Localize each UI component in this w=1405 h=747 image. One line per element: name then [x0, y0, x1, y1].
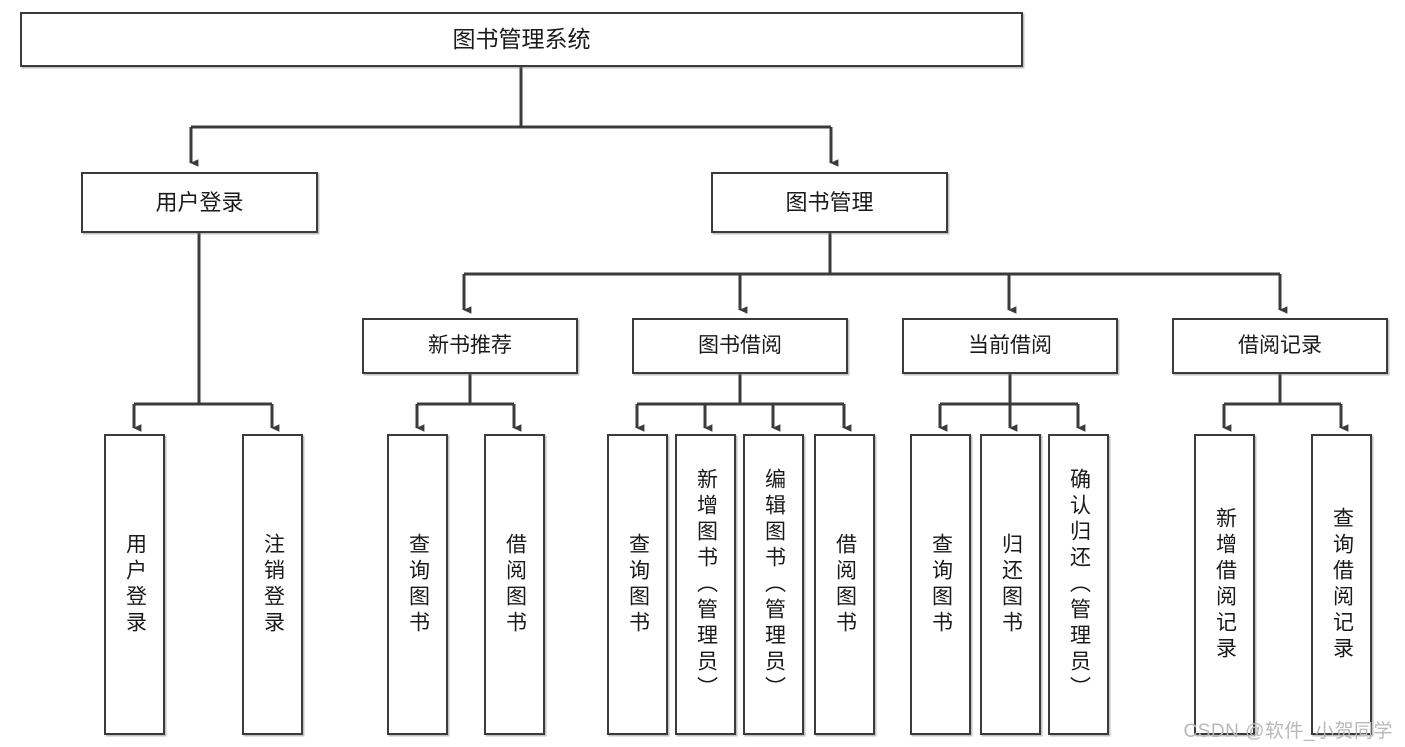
node-label: 注销登录 [261, 532, 285, 637]
leaf-current-borrow-confirm-return[interactable]: 确认归还（管理员） [1048, 434, 1109, 735]
node-borrow-record[interactable]: 借阅记录 [1172, 318, 1388, 374]
node-label: 借阅记录 [1238, 333, 1322, 357]
node-book-management[interactable]: 图书管理 [711, 172, 948, 233]
node-label: 用户登录 [123, 532, 147, 637]
leaf-borrow-record-query-record[interactable]: 查询借阅记录 [1311, 434, 1372, 735]
node-book-borrow[interactable]: 图书借阅 [632, 318, 848, 374]
node-label: 新增图书（管理员） [694, 467, 718, 702]
watermark-text: CSDN @软件_小贺同学 [1183, 721, 1393, 742]
node-label: 借阅图书 [503, 532, 527, 637]
leaf-new-book-borrow-book[interactable]: 借阅图书 [484, 434, 545, 735]
node-label: 图书借阅 [698, 333, 782, 357]
node-label: 查询图书 [929, 532, 953, 637]
node-label: 查询借阅记录 [1330, 506, 1354, 663]
leaf-user-login-logout[interactable]: 注销登录 [242, 434, 303, 735]
node-user-login[interactable]: 用户登录 [81, 172, 318, 233]
node-label: 新增借阅记录 [1213, 506, 1237, 663]
leaf-current-borrow-return-book[interactable]: 归还图书 [980, 434, 1041, 735]
node-label: 编辑图书（管理员） [762, 467, 786, 702]
node-label: 确认归还（管理员） [1067, 467, 1091, 702]
leaf-book-borrow-borrow-book[interactable]: 借阅图书 [814, 434, 875, 735]
node-label: 查询图书 [626, 532, 650, 637]
node-label: 用户登录 [155, 189, 244, 215]
leaf-book-borrow-add-book[interactable]: 新增图书（管理员） [675, 434, 736, 735]
node-label: 新书推荐 [428, 333, 512, 357]
leaf-user-login-login[interactable]: 用户登录 [104, 434, 165, 735]
leaf-borrow-record-add-record[interactable]: 新增借阅记录 [1194, 434, 1255, 735]
node-new-book-recommend[interactable]: 新书推荐 [362, 318, 578, 374]
node-label: 图书管理系统 [452, 26, 591, 53]
leaf-current-borrow-query-book[interactable]: 查询图书 [910, 434, 971, 735]
node-current-borrow[interactable]: 当前借阅 [902, 318, 1118, 374]
node-label: 借阅图书 [833, 532, 857, 637]
node-label: 查询图书 [406, 532, 430, 637]
leaf-book-borrow-query-book[interactable]: 查询图书 [607, 434, 668, 735]
node-label: 图书管理 [785, 189, 874, 215]
leaf-new-book-query-book[interactable]: 查询图书 [387, 434, 448, 735]
leaf-book-borrow-edit-book[interactable]: 编辑图书（管理员） [743, 434, 804, 735]
node-label: 当前借阅 [968, 333, 1052, 357]
node-root-book-management-system[interactable]: 图书管理系统 [20, 12, 1023, 67]
node-label: 归还图书 [999, 532, 1023, 637]
